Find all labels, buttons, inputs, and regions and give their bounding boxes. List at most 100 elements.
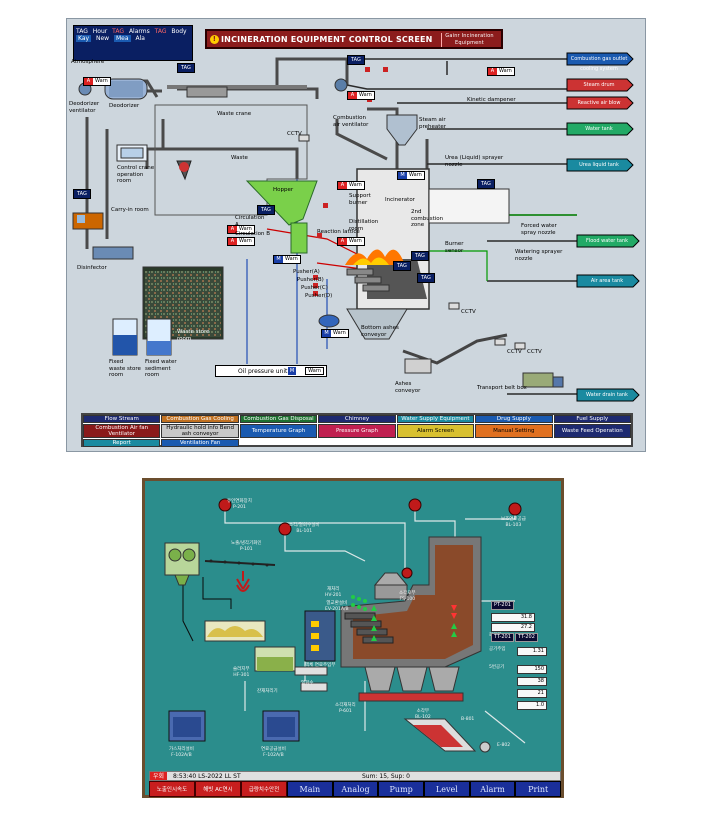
oil-warn-label: Warn <box>305 367 324 375</box>
legend-item: Alarms <box>128 28 150 35</box>
value-tag[interactable]: TT-201 <box>491 633 514 642</box>
label-circulation-b: Circulation B <box>235 231 270 237</box>
label-cctv: CCTV <box>287 131 302 137</box>
label-combustion-fan: Combustion air ventilator <box>333 115 369 128</box>
nav-red-button[interactable]: 노출인시속도 <box>149 781 195 797</box>
label-carry-in: Carry-in room <box>111 207 149 213</box>
menu-button[interactable]: Chimney <box>318 415 396 423</box>
menu-button[interactable]: Combustion Gas Cooling <box>161 415 239 423</box>
nav-alarm-button[interactable]: Alarm <box>469 781 516 797</box>
legend-item: TAG <box>112 28 125 35</box>
menu-button[interactable]: Alarm Screen <box>396 424 475 438</box>
value-readout[interactable]: 21 <box>517 689 547 698</box>
tag-readout[interactable]: TAG <box>177 63 195 73</box>
alarm-badge[interactable]: 우회 <box>150 772 168 780</box>
tag-readout[interactable]: TAG <box>411 251 429 261</box>
tag-readout[interactable]: TAG <box>73 189 91 199</box>
value-readout[interactable]: 150 <box>517 665 547 674</box>
bottom-nav: 노출인시속도 해빗 AC연시 급량치수안전 Main Analog Pump L… <box>149 781 562 797</box>
label-section: 액체 연료주입부 <box>305 663 336 668</box>
label-waste-crane: Waste crane <box>217 111 252 117</box>
arrow-flood-water[interactable]: Flood water tank <box>585 238 629 244</box>
label-atmosphere: Atmosphere <box>71 59 105 65</box>
arrow-water-drain[interactable]: Water drain tank <box>586 392 628 398</box>
label-section: 열회수 <box>301 681 314 686</box>
nav-print-button[interactable]: Print <box>515 781 562 797</box>
nav-level-button[interactable]: Level <box>424 781 470 797</box>
nav-analog-button[interactable]: Analog <box>332 781 379 797</box>
tag-readout[interactable]: TAG <box>477 179 495 189</box>
value-readout[interactable]: 1.0 <box>517 701 547 710</box>
label-pusher-b: Pusher(B) <box>297 277 324 283</box>
value-readout[interactable]: 38 <box>517 677 547 686</box>
oil-pressure-unit[interactable]: Oil pressure unit M Warn <box>215 365 327 377</box>
value-readout[interactable]: 31.8 <box>491 613 535 622</box>
menu-button[interactable]: Drug Supply <box>475 415 553 423</box>
value-readout[interactable]: 1.31 <box>517 647 547 656</box>
label-waste: Waste <box>231 155 248 161</box>
value-tag[interactable]: PT-201 <box>491 601 514 610</box>
label-transport: Transport belt box <box>477 385 527 391</box>
menu-button[interactable]: Temperature Graph <box>239 424 318 438</box>
tag-readout[interactable]: TAG <box>347 55 365 65</box>
arrow-combustion-gas[interactable]: Combustion gas outlet cooling system <box>570 56 628 72</box>
arrow-reactive-air[interactable]: Reactive air blow <box>577 100 621 106</box>
label-section: E-802 <box>497 743 511 748</box>
menu-button[interactable]: Waste Feed Operation <box>553 424 631 438</box>
label-kinetic-dampener: Kinetic dampener <box>467 97 516 103</box>
nav-main-button[interactable]: Main <box>287 781 333 797</box>
arrow-air-area[interactable]: Air area tank <box>590 278 624 284</box>
value-tag[interactable]: TT-202 <box>515 633 538 642</box>
label-section: 5번공기 <box>489 665 505 670</box>
label-distillation-room: Distillation room <box>349 219 379 232</box>
menu-button[interactable]: Hydraulic hold info Bend ash conveyor <box>161 424 239 438</box>
label-control-room: Control crane operation room <box>117 165 155 184</box>
value-readout[interactable]: 27.2 <box>491 623 535 632</box>
label-burner-sensor: Burner sensor <box>445 241 464 254</box>
nav-red-button[interactable]: 해빗 AC연시 <box>195 781 241 797</box>
label-section: 잔재처리기 <box>257 689 278 694</box>
screen-title: ! INCINERATION EQUIPMENT CONTROL SCREEN … <box>205 29 503 49</box>
menu-button[interactable]: Manual Setting <box>475 424 553 438</box>
menu-button[interactable]: Report <box>83 439 161 447</box>
tag-readout[interactable]: TAG <box>257 205 275 215</box>
legend-item: Mea <box>114 35 131 42</box>
menu-button[interactable]: Combustion Air fan Ventilator <box>83 424 161 438</box>
nav-pump-button[interactable]: Pump <box>378 781 425 797</box>
label-support-burner: Support burner <box>349 193 371 206</box>
menu-button[interactable]: Pressure Graph <box>318 424 396 438</box>
label-pusher-d: Pusher(D) <box>305 293 333 299</box>
arrow-urea-tank[interactable]: Urea liquid tank <box>579 162 619 168</box>
legend-item: Hour <box>92 28 108 35</box>
menu-button[interactable]: Ventilation Fan <box>161 439 239 447</box>
screen-subtitle: Gainr Incineration Equipment <box>441 33 495 47</box>
legend-item: TAG <box>76 28 88 35</box>
label-cctv: CCTV <box>507 349 522 355</box>
label-waste-store: Waste store room <box>177 329 210 342</box>
menu-button[interactable]: Water Supply Equipment <box>396 415 475 423</box>
menu-button[interactable]: Flow Stream <box>83 415 161 423</box>
label-cctv: CCTV <box>461 309 476 315</box>
label-fixed-waste: Fixed waste store room <box>109 359 141 378</box>
menu-button[interactable]: Combustion Gas Disposal <box>239 415 318 423</box>
menu-button[interactable]: Fuel Supply <box>553 415 631 423</box>
nav-red-button[interactable]: 급량치수안전 <box>241 781 287 797</box>
tag-readout[interactable]: TAG <box>393 261 411 271</box>
arrow-water-tank[interactable]: Water tank <box>585 126 613 132</box>
arrow-steam-drum[interactable]: Steam drum <box>583 82 615 88</box>
tag-readout[interactable]: TAG <box>417 273 435 283</box>
